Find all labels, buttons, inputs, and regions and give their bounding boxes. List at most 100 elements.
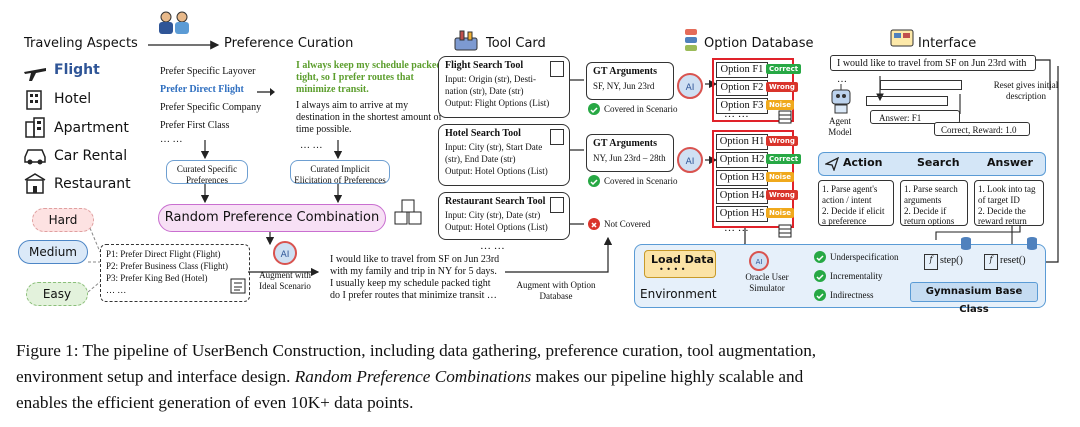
option-item: Option H2 — [716, 152, 768, 168]
message-placeholder — [880, 80, 962, 90]
aspect-apartment: Apartment — [54, 120, 129, 136]
tool-title: Restaurant Search Tool — [445, 196, 546, 207]
caption-line: Figure 1: The pipeline of UserBench Cons… — [16, 341, 817, 360]
ai-brain-icon: AI — [272, 240, 298, 266]
option-item: Option H4 — [716, 188, 768, 204]
arrow-right-icon — [256, 84, 276, 96]
gt-title: GT Arguments — [593, 138, 657, 149]
svg-text:AI: AI — [686, 157, 695, 167]
tools-ellipsis: … … — [480, 240, 505, 252]
pref-specific-layover: Prefer Specific Layover — [160, 66, 256, 77]
tool-line: (str), End Date (str) — [445, 154, 516, 164]
interface-icon — [890, 28, 914, 50]
option-item: Option F1 — [716, 62, 768, 78]
not-covered-label: Not Covered — [604, 219, 651, 229]
send-icon — [823, 156, 840, 172]
tool-title: Flight Search Tool — [445, 60, 524, 71]
user-message-bubble: I would like to travel from SF on Jun 23… — [830, 55, 1036, 85]
option-tag-wrong: Wrong — [766, 136, 798, 146]
interface-tabs: Action Search Answer — [818, 152, 1046, 176]
database-icon — [778, 110, 792, 124]
pref-list-item: P2: Prefer Business Class (Flight) — [106, 261, 229, 271]
difficulty-hard: Hard — [32, 208, 94, 232]
check-indirectness: Indirectness — [830, 290, 874, 300]
aspect-car-rental: Car Rental — [54, 148, 128, 164]
scenario-line: I usually keep my schedule packed tight — [330, 278, 491, 289]
option-tag-noise: Noise — [766, 208, 794, 218]
preference-curation-header: Preference Curation — [224, 36, 354, 51]
aim-quote: I always aim to arrive at my destination… — [296, 100, 442, 135]
tool-line: nation (str), Date (str) — [445, 86, 524, 96]
tool-icon — [453, 28, 479, 52]
pref-direct-flight: Prefer Direct Flight — [160, 84, 244, 95]
ai-brain-icon: AI — [748, 250, 770, 272]
option-database-header: Option Database — [704, 36, 814, 51]
tool-line: Output: Hotel Options (List) — [445, 166, 548, 176]
search-step: 1. Parse search arguments — [904, 184, 958, 205]
traveling-aspects-header: Traveling Aspects — [24, 36, 138, 51]
option-tag-noise: Noise — [766, 100, 794, 110]
curated-implicit-box: Curated Implicit Elicitation of Preferen… — [290, 160, 390, 185]
scenario-line: I would like to travel from SF on Jun 23… — [330, 254, 500, 265]
database-icon — [960, 236, 972, 250]
action-step: 1. Parse agent's action / intent — [822, 184, 878, 205]
option-tag-wrong: Wrong — [766, 190, 798, 200]
answer-message-bubble: Answer: F1 — [870, 110, 960, 124]
answer-step: 1. Look into tag of target ID — [978, 184, 1036, 205]
scenario-line: do I prefer routes that minimize transit… — [330, 290, 497, 301]
check-underspecification: Underspecification — [830, 252, 899, 262]
interface-header: Interface — [918, 36, 977, 51]
ai-brain-icon: AI — [676, 72, 704, 100]
pref-list-item: P3: Prefer King Bed (Hotel) — [106, 273, 208, 283]
pref-specific-company: Prefer Specific Company — [160, 102, 262, 113]
option-item: Option H3 — [716, 170, 768, 186]
car-icon — [22, 144, 48, 166]
option-item: Option H5 — [716, 206, 768, 222]
answer-steps-box: 1. Look into tag of target ID 2. Decide … — [974, 180, 1044, 226]
cubes-icon — [392, 198, 426, 232]
document-icon — [550, 129, 564, 145]
option-tag-correct: Correct — [766, 154, 802, 164]
pref-list-item: … … — [106, 285, 127, 295]
restaurant-icon — [24, 172, 46, 194]
robot-icon — [828, 82, 854, 114]
gt-status: Covered in Scenario — [604, 176, 678, 186]
tool-title: Hotel Search Tool — [445, 128, 521, 139]
gt-value: SF, NY, Jun 23rd — [593, 81, 655, 91]
people-icon — [154, 8, 194, 36]
database-icon — [684, 28, 698, 52]
gt-status: Covered in Scenario — [604, 104, 678, 114]
database-icon — [778, 224, 792, 238]
green-quote: I always keep my schedule packed tight, … — [296, 60, 442, 95]
hotel-search-tool-card: Hotel Search Tool Input: City (str), Sta… — [438, 124, 570, 186]
function-icon: f — [924, 254, 938, 270]
tool-line: Input: City (str), Date (str) — [445, 210, 541, 220]
reward-message-bubble: Correct, Reward: 1.0 — [934, 122, 1030, 136]
tab-answer: Answer — [987, 156, 1033, 169]
random-preference-combination: Random Preference Combination — [158, 204, 386, 232]
option-tag-noise: Noise — [766, 172, 794, 182]
option-item: Option F2 — [716, 80, 768, 96]
pref-ellipsis: … … — [160, 134, 183, 145]
caption-text: makes our pipeline highly scalable and — [535, 367, 804, 386]
curated-specific-box: Curated Specific Preferences — [166, 160, 248, 185]
caption-emphasis: Random Preference Combinations — [294, 367, 532, 386]
cross-icon — [588, 218, 600, 230]
option-tag-wrong: Wrong — [766, 82, 798, 92]
gt-arguments-flight: GT Arguments SF, NY, Jun 23rd — [586, 62, 674, 100]
aspect-hotel: Hotel — [54, 91, 92, 107]
caption-line: environment setup and interface design. … — [16, 364, 1076, 390]
augment-option-label: Augment with Option Database — [516, 280, 596, 301]
reset-function: reset() — [1000, 255, 1026, 266]
difficulty-easy: Easy — [26, 282, 88, 306]
tool-line: Output: Hotel Options (List) — [445, 222, 548, 232]
figure-caption: Figure 1: The pipeline of UserBench Cons… — [16, 338, 1076, 416]
load-data-dots: • • • • — [659, 265, 686, 274]
ai-brain-icon: AI — [676, 146, 704, 174]
flight-search-tool-card: Flight Search Tool Input: Origin (str), … — [438, 56, 570, 118]
action-steps-box: 1. Parse agent's action / intent 2. Deci… — [818, 180, 894, 226]
scenario-line: with my family and trip in NY for 5 days… — [330, 266, 497, 277]
difficulty-medium: Medium — [18, 240, 88, 264]
svg-text:AI: AI — [756, 258, 763, 266]
tool-line: Output: Flight Options (List) — [445, 98, 550, 108]
